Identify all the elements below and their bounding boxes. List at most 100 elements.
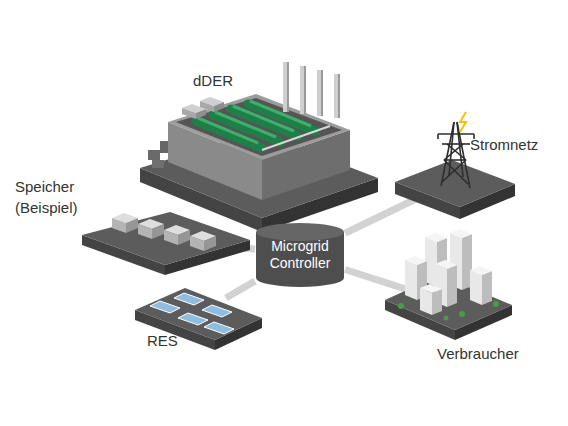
chimney (287, 62, 289, 112)
storage-container (164, 230, 178, 245)
storage-container (126, 218, 138, 233)
platform-node: RES (160, 298, 240, 328)
solar-panel (178, 313, 208, 325)
generator-set (196, 101, 330, 150)
lightning-symbol (460, 112, 466, 132)
solar-panel (150, 293, 234, 334)
platform-node: Verbraucher (405, 285, 490, 320)
plant-building (160, 141, 170, 153)
platform-slab (82, 212, 250, 275)
solar-panel (202, 305, 232, 317)
platform-side (140, 168, 262, 232)
storage-container (190, 236, 204, 251)
roof-unit (200, 97, 224, 106)
city-building (417, 261, 427, 300)
plant-building (176, 98, 342, 156)
platform-top (140, 132, 378, 218)
storage-container (190, 231, 216, 241)
transmission-tower (449, 122, 454, 176)
solar-panel (204, 322, 234, 334)
component-label: Verbraucher (437, 343, 519, 364)
city-building (405, 260, 417, 300)
lightning-symbol (460, 112, 466, 132)
generator-set (215, 112, 276, 137)
platform-node: dDER (180, 140, 340, 210)
connector-line (345, 269, 405, 288)
generator-set (196, 121, 262, 148)
storage-container (178, 230, 190, 245)
plant-building (262, 130, 350, 200)
chimney (300, 66, 306, 114)
transmission-tower (444, 144, 463, 160)
tree (398, 303, 404, 309)
platform-side (215, 318, 262, 350)
platform-side (455, 305, 512, 340)
connector-line (278, 210, 284, 222)
platform-top (385, 275, 512, 330)
generator-set (198, 118, 258, 143)
transmission-tower (442, 143, 470, 145)
transmission-tower (444, 159, 466, 161)
plant-building (168, 122, 262, 200)
roof-unit (182, 104, 206, 113)
platform-slab (180, 140, 340, 210)
platform-slab (395, 160, 515, 219)
component-label: Speicher (Beispiel) (15, 176, 100, 218)
city-building (437, 238, 447, 287)
chimney (283, 62, 340, 118)
platform-side (460, 184, 515, 219)
city-building (482, 271, 492, 305)
city-building (405, 229, 492, 315)
tree (398, 301, 499, 321)
transmission-tower (447, 144, 466, 160)
platform-node: Speicher (Beispiel) (110, 220, 220, 255)
roof-unit (182, 108, 196, 119)
platform-side (385, 300, 455, 340)
tree (444, 316, 449, 321)
storage-container (112, 218, 126, 233)
chimney (334, 74, 340, 118)
connector-line (220, 245, 255, 250)
generator-set (233, 106, 294, 131)
city-building (420, 284, 442, 293)
roof-unit (214, 102, 224, 112)
controller-label: Microgrid Controller (255, 238, 345, 272)
city-building (435, 260, 457, 269)
platform-node: Stromnetz (415, 165, 495, 195)
chimney (338, 74, 340, 118)
city-building (425, 233, 447, 242)
transmission-tower (444, 160, 468, 184)
platform-side (262, 178, 378, 232)
component-label: Stromnetz (470, 134, 538, 155)
city-building (450, 233, 462, 290)
solar-panel (174, 293, 204, 305)
city-building (450, 229, 472, 238)
plant-building (152, 160, 164, 168)
platform-slab (415, 165, 495, 195)
component-label: RES (147, 330, 178, 351)
city-building (470, 266, 492, 275)
city-building (420, 288, 432, 315)
city-building (405, 256, 427, 265)
roof-unit (182, 97, 224, 119)
platform-side (395, 182, 460, 219)
tree (493, 301, 499, 307)
transmission-tower (457, 122, 463, 177)
roof-unit (196, 109, 206, 119)
chimney (317, 70, 323, 116)
platform-slab (135, 288, 262, 350)
chimney (304, 66, 306, 114)
storage-container (112, 213, 216, 251)
city-building (425, 237, 437, 287)
city-building (432, 289, 442, 315)
plant-building (148, 150, 160, 160)
chimney (283, 62, 289, 112)
tree (459, 311, 465, 317)
transmission-tower (441, 122, 454, 186)
platform-slab (140, 132, 378, 232)
storage-container (152, 224, 164, 239)
platform-side (82, 235, 165, 275)
platform-slab (160, 298, 240, 328)
